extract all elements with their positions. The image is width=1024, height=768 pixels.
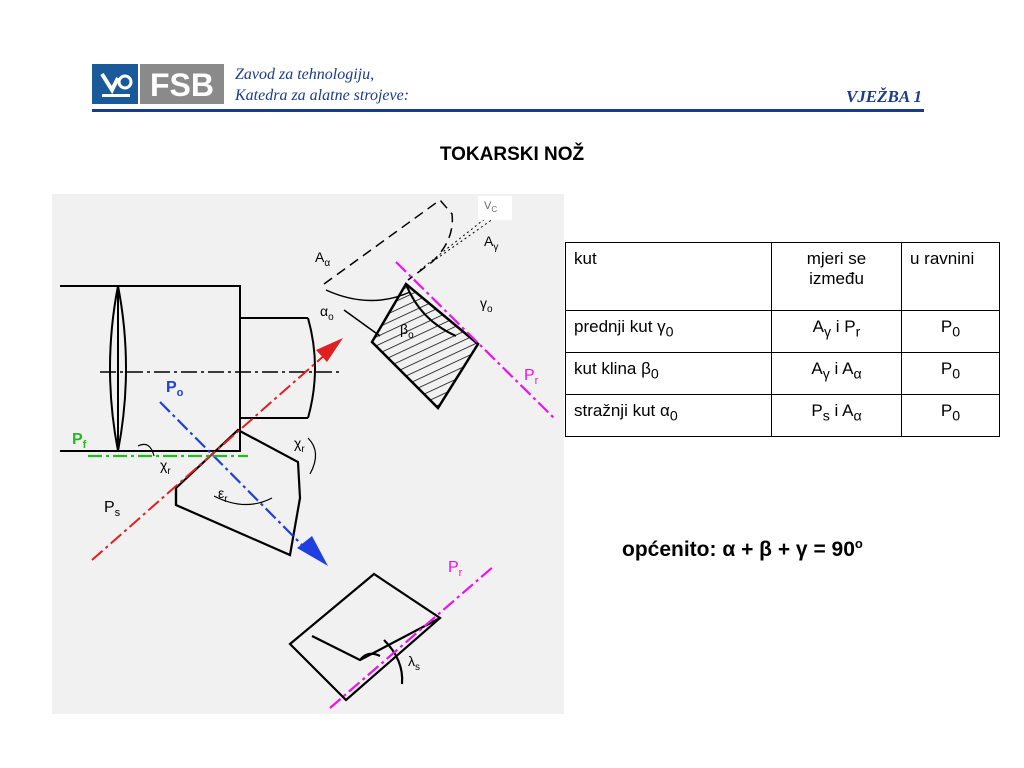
- angle-name: prednji kut γ0: [565, 310, 772, 353]
- vc-label-box: [478, 196, 512, 220]
- po-line: [159, 401, 308, 551]
- header-rule: [92, 109, 924, 112]
- svg-text:Pr: Pr: [524, 367, 539, 387]
- svg-text:FSB: FSB: [150, 67, 214, 103]
- exercise-label: VJEŽBA 1: [845, 87, 922, 106]
- workpiece: [60, 285, 316, 452]
- header-ravnina: u ravnini: [901, 242, 1000, 311]
- svg-text:λs: λs: [408, 653, 420, 673]
- table-header-row: kut mjeri se između u ravnini: [565, 242, 1000, 311]
- svg-text:αo: αo: [320, 303, 334, 323]
- svg-text:Ps: Ps: [104, 499, 121, 519]
- header-mjeri: mjeri se između: [771, 242, 902, 311]
- svg-text:χr: χr: [160, 457, 171, 477]
- svg-text:Pr: Pr: [448, 559, 463, 579]
- vc-label: VC: [484, 200, 498, 215]
- angle-name: kut klina β0: [565, 352, 772, 395]
- measured-between: Aγ i Pr: [771, 310, 902, 353]
- pr-reference-line: [91, 345, 336, 561]
- svg-text:Aγ: Aγ: [484, 233, 498, 253]
- chip-outline: [323, 198, 454, 285]
- table-row: stražnji kut α0 Ps i Aα P0: [565, 394, 1000, 437]
- plane: P0: [901, 394, 1000, 437]
- page-title: TOKARSKI NOŽ: [439, 144, 585, 165]
- red-arrow: [316, 338, 343, 362]
- svg-text:Aα: Aα: [315, 249, 330, 269]
- tool-diagram-background: [52, 194, 564, 714]
- tool-section: [325, 282, 480, 410]
- svg-text:βo: βo: [400, 321, 414, 341]
- tool-body: [174, 428, 302, 557]
- pr-magenta-top: [395, 261, 557, 421]
- angles-table: kut mjeri se između u ravnini prednji ku…: [565, 242, 1000, 437]
- institution-name: Zavod za tehnologiju, Katedra za alatne …: [235, 66, 410, 104]
- pr-magenta-bottom: [329, 565, 495, 709]
- svg-text:χr: χr: [294, 435, 305, 455]
- plane: P0: [901, 310, 1000, 353]
- svg-text:γo: γo: [480, 295, 493, 315]
- svg-text:εr: εr: [218, 485, 228, 505]
- blue-arrow: [297, 536, 328, 566]
- measured-between: Aγ i Aα: [771, 352, 902, 395]
- general-equation: općenito: α + β + γ = 90o: [622, 536, 863, 561]
- fsb-logo: FSB: [92, 64, 224, 104]
- table-row: kut klina β0 Aγ i Aα P0: [565, 352, 1000, 395]
- tool-lower-section: [288, 572, 442, 702]
- plane: P0: [901, 352, 1000, 395]
- svg-text:Pf: Pf: [72, 431, 87, 451]
- angle-name: stražnji kut α0: [565, 394, 772, 437]
- measured-between: Ps i Aα: [771, 394, 902, 437]
- header-kut: kut: [565, 242, 772, 311]
- table-row: prednji kut γ0 Aγ i Pr P0: [565, 310, 1000, 353]
- svg-text:Po: Po: [166, 379, 184, 399]
